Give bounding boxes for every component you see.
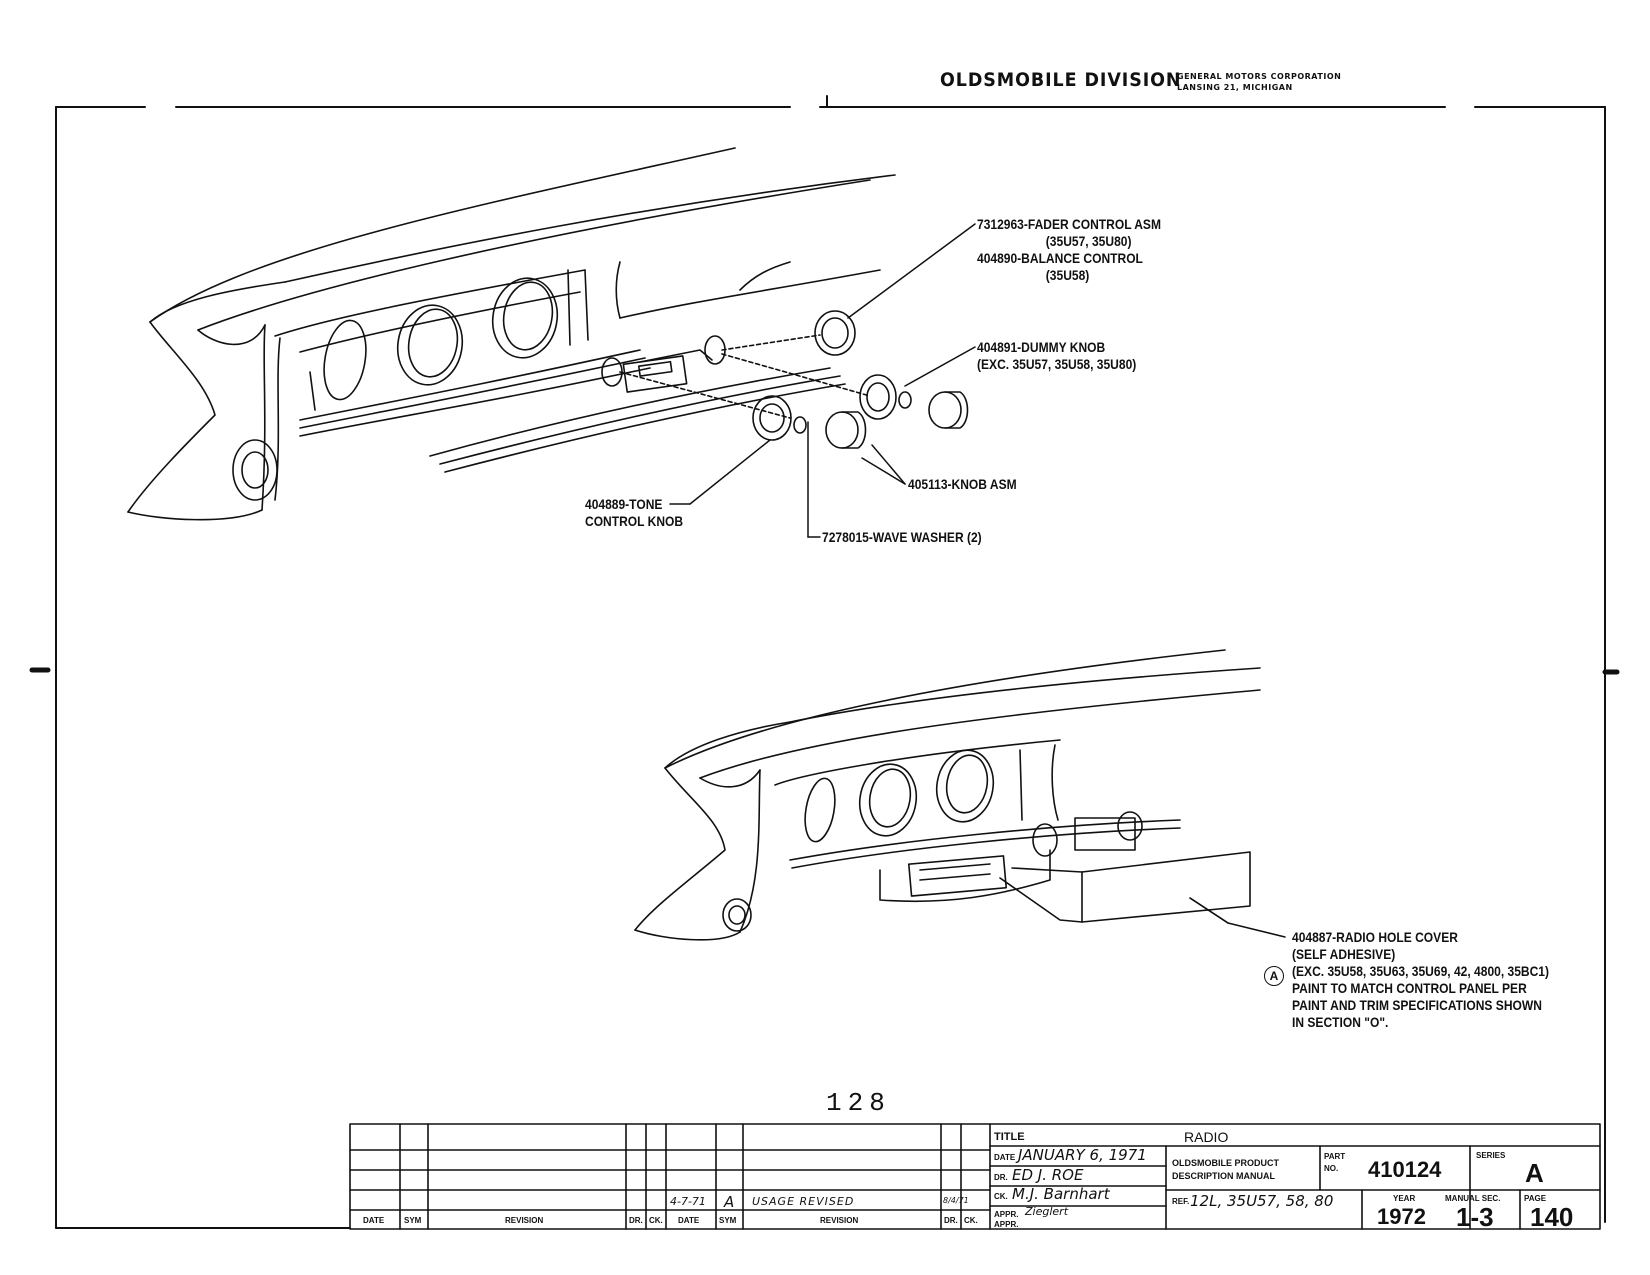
part-no-value: 410124 xyxy=(1368,1157,1442,1182)
checked-by-label: CK. xyxy=(994,1192,1008,1201)
part-no-label: PART NO. xyxy=(1324,1152,1346,1173)
drawn-by-label: DR. xyxy=(994,1173,1008,1182)
corporation-address: LANSING 21, MICHIGAN xyxy=(1177,83,1293,92)
manual-sec-label: MANUAL SEC. xyxy=(1445,1194,1501,1203)
callout-radio-cover-line4: PAINT TO MATCH CONTROL PANEL PER xyxy=(1292,980,1527,996)
leader-lines-bottom xyxy=(1189,897,1286,938)
callout-radio-cover-line1: 404887-RADIO HOLE COVER xyxy=(1292,929,1458,945)
rev-header-date-1: DATE xyxy=(363,1216,385,1225)
page-label: PAGE xyxy=(1524,1194,1547,1203)
rev-header-ck-1: CK. xyxy=(649,1216,663,1225)
note-marker-circle: A xyxy=(1264,966,1284,986)
rev-header-revision-2: REVISION xyxy=(820,1216,859,1225)
drawn-by-value: ED J. ROE xyxy=(1012,1166,1084,1184)
callout-balance-line1: 404890-BALANCE CONTROL xyxy=(977,250,1143,266)
rev-entry-date: 4-7-71 xyxy=(670,1195,706,1208)
callout-tone-knob-line2: CONTROL KNOB xyxy=(585,513,684,529)
rev-header-sym-2: SYM xyxy=(719,1216,737,1225)
rev-entry-revision: USAGE REVISED xyxy=(752,1195,855,1208)
title-block-grid xyxy=(349,1123,1601,1230)
product-line-2: DESCRIPTION MANUAL xyxy=(1172,1171,1275,1181)
page-number: 128 xyxy=(826,1088,891,1118)
callout-balance-line2: (35U58) xyxy=(1045,267,1090,283)
rev-header-sym-1: SYM xyxy=(404,1216,422,1225)
checked-by-signature: M.J. Barnhart xyxy=(1012,1185,1110,1203)
callout-fader-control: 7312963-FADER CONTROL ASM (35U57, 35U80)… xyxy=(977,216,1161,284)
callout-radio-cover-line3: (EXC. 35U58, 35U63, 35U69, 42, 4800, 35B… xyxy=(1292,963,1550,979)
title-value: RADIO xyxy=(1184,1129,1229,1145)
series-value: A xyxy=(1525,1158,1544,1188)
callout-fader-line1: 7312963-FADER CONTROL ASM xyxy=(977,216,1161,232)
title-label: TITLE xyxy=(994,1131,1025,1143)
ref-value: 12L, 35U57, 58, 80 xyxy=(1190,1192,1334,1210)
product-line-1: OLDSMOBILE PRODUCT xyxy=(1172,1158,1279,1168)
date-label: DATE xyxy=(994,1153,1016,1162)
rev-header-dr-2: DR. xyxy=(944,1216,958,1225)
division-title: OLDSMOBILE DIVISION xyxy=(940,69,1182,91)
approved-label: APPR. xyxy=(994,1210,1019,1219)
series-label: SERIES xyxy=(1476,1151,1506,1160)
rev-header-dr-1: DR. xyxy=(629,1216,643,1225)
year-label: YEAR xyxy=(1393,1194,1416,1203)
rev-header-revision-1: REVISION xyxy=(505,1216,544,1225)
corporation-name: GENERAL MOTORS CORPORATION xyxy=(1177,72,1342,81)
callout-dummy-knob-line2: (EXC. 35U57, 35U58, 35U80) xyxy=(977,356,1137,372)
callout-knob-asm: 405113-KNOB ASM xyxy=(908,476,1017,492)
rev-entry-dr: 8/4/71 xyxy=(943,1196,969,1205)
approved-signature: Zieglert xyxy=(1025,1205,1069,1218)
callout-radio-cover-line5: PAINT AND TRIM SPECIFICATIONS SHOWN xyxy=(1292,997,1542,1013)
page-value: 140 xyxy=(1530,1202,1574,1232)
rev-entry-sym: A xyxy=(724,1193,735,1211)
callout-wave-washer: 7278015-WAVE WASHER (2) xyxy=(822,529,982,545)
date-value: JANUARY 6, 1971 xyxy=(1018,1146,1147,1164)
callout-radio-cover-line6: IN SECTION "O". xyxy=(1292,1014,1389,1030)
callout-dummy-knob-line1: 404891-DUMMY KNOB xyxy=(977,339,1106,355)
rev-header-date-2: DATE xyxy=(678,1216,700,1225)
rev-header-ck-2: CK. xyxy=(964,1216,978,1225)
bottom-dashboard-drawing xyxy=(634,649,1261,941)
callout-radio-cover-line2: (SELF ADHESIVE) xyxy=(1292,946,1396,962)
leader-lines-top xyxy=(669,223,976,538)
callout-tone-knob-line1: 404889-TONE xyxy=(585,496,663,512)
approved-label-2: APPR. xyxy=(994,1220,1019,1229)
callout-radio-hole-cover: 404887-RADIO HOLE COVER (SELF ADHESIVE) … xyxy=(1292,929,1549,1031)
callout-tone-knob: 404889-TONE CONTROL KNOB xyxy=(585,496,683,530)
manual-sec-value: 1-3 xyxy=(1456,1202,1494,1232)
callout-dummy-knob: 404891-DUMMY KNOB (EXC. 35U57, 35U58, 35… xyxy=(977,339,1136,373)
top-dashboard-drawing xyxy=(127,147,969,521)
callout-fader-line2: (35U57, 35U80) xyxy=(1045,233,1132,249)
ref-label: REF. xyxy=(1172,1197,1190,1206)
drawing-border xyxy=(55,95,1606,1229)
year-value: 1972 xyxy=(1377,1204,1426,1229)
